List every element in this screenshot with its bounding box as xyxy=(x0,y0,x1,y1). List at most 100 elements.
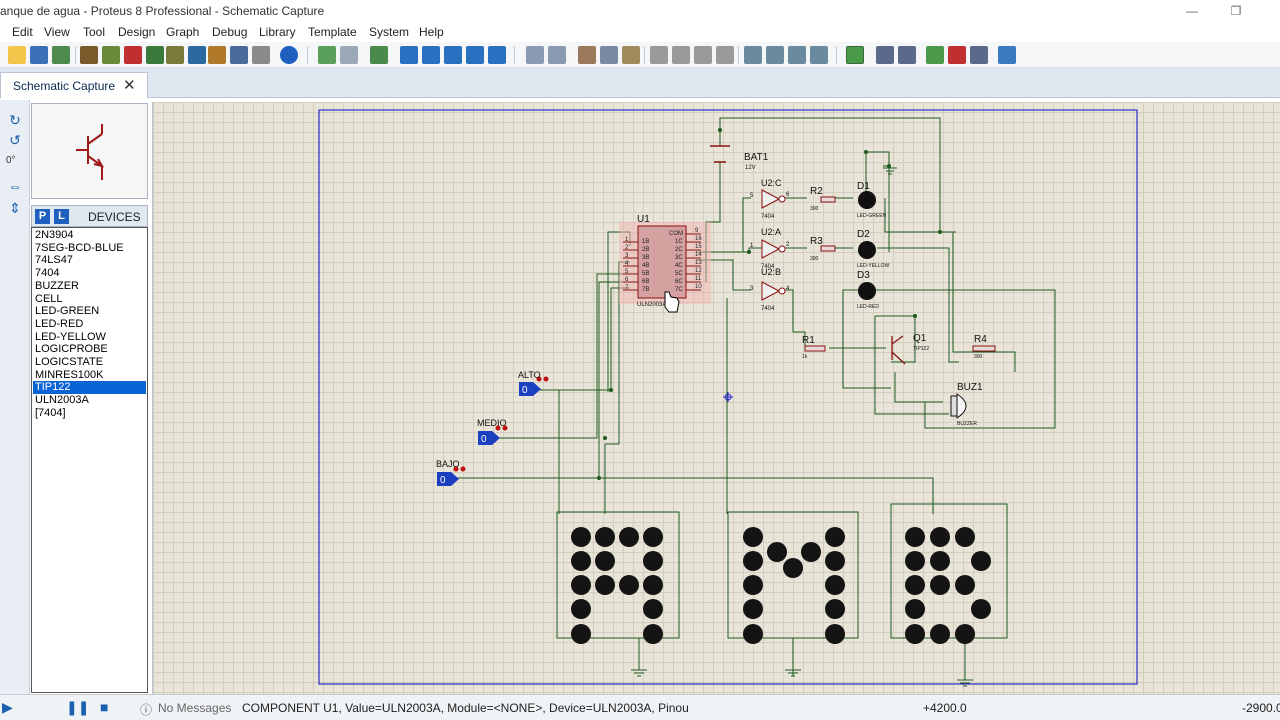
battery-bat1[interactable]: BAT1 12V xyxy=(710,145,769,171)
menu-graph[interactable]: Graph xyxy=(166,25,200,39)
tab-schematic-capture[interactable]: Schematic Capture ✕ xyxy=(0,72,148,98)
block-delete-icon[interactable] xyxy=(716,46,734,64)
logic-state-alto[interactable]: 0 ALTO xyxy=(518,370,549,396)
menu-tool[interactable]: Tool xyxy=(83,25,106,39)
minimize-button[interactable]: — xyxy=(1186,4,1198,18)
device-item[interactable]: 74LS47 xyxy=(35,254,73,267)
redo-icon[interactable] xyxy=(548,46,566,64)
menu-help[interactable]: Help xyxy=(419,25,444,39)
new-sheet-icon[interactable] xyxy=(926,46,944,64)
rotate-anticlockwise-icon[interactable]: ↺ xyxy=(9,132,21,148)
block-copy-icon[interactable] xyxy=(650,46,668,64)
source-code-icon[interactable] xyxy=(230,46,248,64)
menu-system[interactable]: System xyxy=(369,25,410,39)
device-item[interactable]: LOGICPROBE xyxy=(35,343,108,356)
search-tag-icon[interactable] xyxy=(876,46,894,64)
library-manager-button[interactable]: L xyxy=(54,209,69,224)
device-item[interactable]: [7404] xyxy=(35,406,66,419)
devices-list[interactable]: 2N3904 7SEG-BCD-BLUE 74LS47 7404 BUZZER … xyxy=(31,227,148,693)
rotate-clockwise-icon[interactable]: ↻ xyxy=(9,112,21,128)
resistor-r1[interactable]: R1 1k xyxy=(802,335,826,360)
device-item[interactable]: LED-RED xyxy=(35,317,84,330)
menu-library[interactable]: Library xyxy=(259,25,296,39)
led-d1[interactable]: D1 LED-GREEN xyxy=(857,181,887,219)
refresh-icon[interactable] xyxy=(318,46,336,64)
pick-devices-button[interactable]: P xyxy=(35,209,50,224)
menu-edit[interactable]: Edit xyxy=(12,25,33,39)
menu-design[interactable]: Design xyxy=(118,25,156,39)
led-d3[interactable]: D3 LED-RED xyxy=(857,270,879,310)
messages-status[interactable]: No Messages xyxy=(158,701,232,715)
resistor-r2[interactable]: R2 300 xyxy=(810,186,836,212)
device-item[interactable]: 7404 xyxy=(35,267,60,280)
make-device-icon[interactable] xyxy=(766,46,784,64)
chip-u1-uln2003a[interactable]: U1 ULN2003A 1B 2B 3B 4B 5B 6B 7B 1 2 3 4… xyxy=(619,214,711,308)
logic-state-medio[interactable]: 0 MEDIO xyxy=(477,418,508,445)
schematic-icon[interactable] xyxy=(102,46,120,64)
3d-view-icon[interactable] xyxy=(146,46,164,64)
goto-sheet-icon[interactable] xyxy=(970,46,988,64)
property-assignment-icon[interactable] xyxy=(898,46,916,64)
logic-state-bajo[interactable]: 0 BAJO xyxy=(436,459,466,486)
remove-sheet-icon[interactable] xyxy=(948,46,966,64)
transistor-q1[interactable]: Q1 TIP122 xyxy=(891,333,929,365)
mirror-horizontal-icon[interactable]: ⇔ xyxy=(8,178,22,194)
menu-debug[interactable]: Debug xyxy=(212,25,248,39)
x-coordinate: +4200.0 xyxy=(923,701,967,715)
pick-device-icon[interactable] xyxy=(744,46,762,64)
bom-icon[interactable] xyxy=(208,46,226,64)
device-item[interactable]: CELL xyxy=(35,292,63,305)
packaging-tool-icon[interactable] xyxy=(788,46,806,64)
electrical-rule-check-icon[interactable] xyxy=(998,46,1016,64)
pan-icon[interactable] xyxy=(400,46,418,64)
device-item[interactable]: 2N3904 xyxy=(35,229,74,241)
device-item-selected[interactable]: TIP122 xyxy=(33,381,146,395)
help-icon[interactable] xyxy=(280,46,298,64)
close-icon[interactable]: ✕ xyxy=(123,77,136,94)
open-folder-icon[interactable] xyxy=(8,46,26,64)
menu-template[interactable]: Template xyxy=(308,25,357,39)
design-explorer-icon[interactable] xyxy=(188,46,206,64)
led-d2[interactable]: D2 LED-YELLOW xyxy=(857,229,890,269)
menu-view[interactable]: View xyxy=(44,25,70,39)
cut-icon[interactable] xyxy=(578,46,596,64)
buzzer-buz1[interactable]: BUZ1 BUZZER xyxy=(950,382,983,427)
copy-icon[interactable] xyxy=(600,46,618,64)
home-icon[interactable] xyxy=(80,46,98,64)
schematic-canvas[interactable]: BAT1 12V U1 ULN2003A 1B 2B 3B 4B 5B 6B 7… xyxy=(152,102,1280,694)
gerber-icon[interactable] xyxy=(166,46,184,64)
resistor-r4[interactable]: R4 300 xyxy=(972,334,996,360)
notes-icon[interactable] xyxy=(252,46,270,64)
zoom-in-icon[interactable] xyxy=(422,46,440,64)
device-item[interactable]: 7SEG-BCD-BLUE xyxy=(35,241,124,254)
inverter-u2b[interactable]: U2:B 7404 3 4 xyxy=(750,267,790,312)
import-icon[interactable] xyxy=(52,46,70,64)
stop-icon[interactable]: ■ xyxy=(100,699,109,715)
paste-icon[interactable] xyxy=(622,46,640,64)
zoom-all-icon[interactable] xyxy=(466,46,484,64)
block-rotate-icon[interactable] xyxy=(694,46,712,64)
inverter-u2a[interactable]: U2:A 7404 1 2 xyxy=(750,227,790,270)
device-item[interactable]: ULN2003A xyxy=(35,394,89,407)
block-move-icon[interactable] xyxy=(672,46,690,64)
device-item[interactable]: LED-GREEN xyxy=(35,305,100,318)
undo-icon[interactable] xyxy=(526,46,544,64)
device-item[interactable]: LOGICSTATE xyxy=(35,356,104,368)
restore-button[interactable]: ❐ xyxy=(1230,4,1242,18)
decompose-icon[interactable] xyxy=(810,46,828,64)
zoom-out-icon[interactable] xyxy=(444,46,462,64)
inverter-u2c[interactable]: U2:C 7404 5 6 xyxy=(750,178,790,220)
device-item[interactable]: MINRES100K xyxy=(35,368,104,381)
zoom-area-icon[interactable] xyxy=(488,46,506,64)
device-item[interactable]: LED-YELLOW xyxy=(35,330,106,343)
pause-icon[interactable]: ❚❚ xyxy=(66,699,90,715)
device-item[interactable]: BUZZER xyxy=(35,279,79,292)
mirror-vertical-icon[interactable]: ⇕ xyxy=(9,200,21,216)
grid-icon[interactable] xyxy=(340,46,358,64)
origin-icon[interactable] xyxy=(370,46,388,64)
wire-autorouter-icon[interactable] xyxy=(846,46,864,64)
save-icon[interactable] xyxy=(30,46,48,64)
pcb-icon[interactable] xyxy=(124,46,142,64)
resistor-r3[interactable]: R3 300 xyxy=(810,236,836,262)
play-icon[interactable]: ▶ xyxy=(2,699,13,715)
